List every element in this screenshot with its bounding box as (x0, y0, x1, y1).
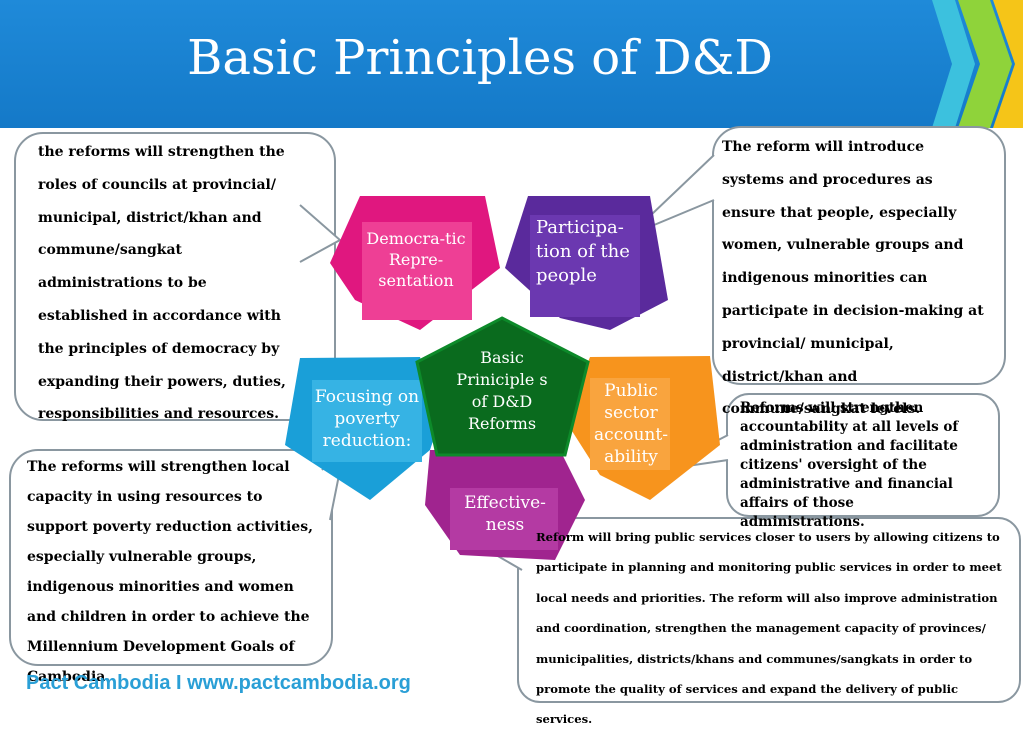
header-bar: Basic Principles of D&D (0, 0, 1023, 128)
callout-text-poverty: The reforms will strengthen local capaci… (27, 459, 313, 685)
callout-bubble-effectiveness (466, 517, 1021, 703)
label-poverty: Focusing on poverty reduction: (314, 387, 420, 451)
footer-credit: Pact Cambodia I www.pactcambodia.org (26, 672, 411, 694)
label-democratic: Democra-tic Repre-sentation (366, 229, 466, 290)
label-plate-participation (530, 215, 640, 317)
label-plate-poverty (312, 380, 422, 462)
callout-text-democratic: the reforms will strengthen the roles of… (38, 144, 286, 423)
label-center: Basic Priniciple s of D&D Reforms (456, 348, 548, 433)
principles-diagram (9, 126, 1021, 703)
slide-title: Basic Principles of D&D (187, 30, 773, 86)
label-plate-democratic (362, 222, 472, 320)
label-plate-effectiveness (450, 488, 558, 550)
label-plate-accountability (590, 378, 670, 470)
header-chevron-decoration (932, 0, 1023, 128)
callout-text-accountability: Reforms will strengthen accountability a… (740, 400, 959, 530)
label-accountability: Public sector account-ability (594, 381, 668, 467)
label-participation: Participa-tion of the people (536, 217, 630, 286)
callout-bubble-democratic (14, 132, 342, 421)
label-effectiveness: Effective-ness (464, 493, 546, 535)
callout-text-participation: The reform will introduce systems and pr… (722, 139, 984, 418)
center-pentagon (415, 316, 590, 457)
callout-text-effectiveness: Reform will bring public services closer… (536, 530, 1002, 727)
